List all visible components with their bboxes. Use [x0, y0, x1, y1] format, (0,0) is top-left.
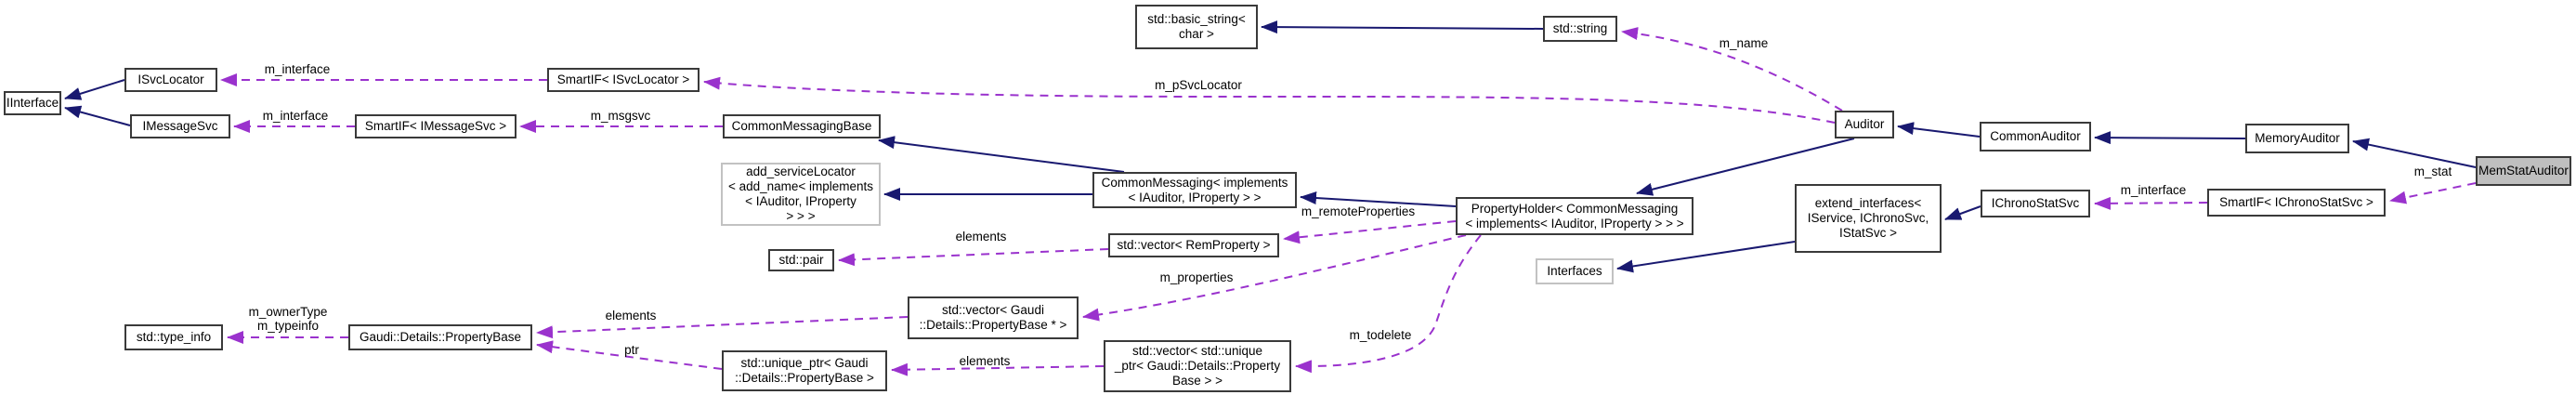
edge-auditor-to-propertyholder	[1636, 138, 1855, 196]
edge-auditor-to-smartifsvclocator	[703, 76, 1836, 124]
node-commonauditor-label: CommonAuditor	[1990, 129, 2081, 144]
node-imessagesvc[interactable]: IMessageSvc	[130, 114, 230, 138]
node-commonmessagingbase[interactable]: CommonMessagingBase	[723, 114, 881, 138]
node-std-string[interactable]: std::string	[1543, 16, 1617, 42]
node-std-basic-string-label: std::basic_string< char >	[1147, 12, 1246, 41]
edge-ichronostatsvc-to-extendinterfaces	[1944, 205, 1981, 220]
edge-label-m-interface-chronostatsvc: m_interface	[2120, 183, 2187, 197]
node-vector-remproperty[interactable]: std::vector< RemProperty >	[1108, 233, 1279, 257]
edge-stdstring-to-basicstring	[1261, 20, 1544, 34]
node-smartif-ichronostatsvc-label: SmartIF< IChronoStatSvc >	[2219, 195, 2373, 210]
edge-label-m-ownertype-m-typeinfo: m_ownerType m_typeinfo	[248, 305, 328, 333]
edge-label-m-stat: m_stat	[2413, 165, 2452, 178]
node-imessagesvc-label: IMessageSvc	[142, 119, 218, 134]
node-unique-ptr-propertybase[interactable]: std::unique_ptr< Gaudi ::Details::Proper…	[722, 350, 887, 391]
node-iinterface-label: IInterface	[6, 96, 59, 111]
edge-label-m-interface-messagesvc: m_interface	[262, 109, 329, 123]
edge-label-m-properties: m_properties	[1159, 270, 1234, 284]
edge-commonmessaging-to-commonmessagingbase	[878, 136, 1125, 173]
node-gaudi-propertybase-label: Gaudi::Details::PropertyBase	[359, 330, 522, 345]
node-isvclocator-label: ISvcLocator	[137, 72, 204, 87]
edge-propertyholder-to-vectoruniqueptr	[1295, 234, 1482, 374]
edge-propertyholder-to-vectorpropertybaseptr	[1082, 234, 1467, 322]
node-unique-ptr-propertybase-label: std::unique_ptr< Gaudi ::Details::Proper…	[735, 356, 874, 385]
node-std-pair[interactable]: std::pair	[768, 249, 834, 271]
node-commonmessaging-label: CommonMessaging< implements < IAuditor, …	[1101, 175, 1288, 204]
node-vector-remproperty-label: std::vector< RemProperty >	[1117, 238, 1271, 253]
node-vector-propertybase-ptr-label: std::vector< Gaudi ::Details::PropertyBa…	[919, 303, 1067, 332]
node-smartif-isvclocator-label: SmartIF< ISvcLocator >	[556, 72, 690, 87]
node-memstatauditor-label: MemStatAuditor	[2478, 164, 2569, 178]
edge-smartifichronostatsvc-to-ichronostatsvc	[2094, 196, 2208, 210]
node-std-string-label: std::string	[1552, 21, 1608, 36]
node-auditor-label: Auditor	[1844, 117, 1885, 132]
node-smartif-ichronostatsvc[interactable]: SmartIF< IChronoStatSvc >	[2207, 189, 2386, 217]
node-vector-unique-ptr-label: std::vector< std::unique _ptr< Gaudi::De…	[1114, 344, 1281, 388]
node-std-basic-string[interactable]: std::basic_string< char >	[1135, 5, 1258, 49]
node-ichronostatsvc[interactable]: IChronoStatSvc	[1981, 190, 2090, 217]
node-auditor[interactable]: Auditor	[1835, 111, 1894, 138]
edge-label-ptr: ptr	[624, 343, 639, 357]
edge-label-m-interface-svclocator: m_interface	[264, 62, 331, 76]
node-std-type-info[interactable]: std::type_info	[124, 324, 223, 350]
edge-extendinterfaces-to-interfaces	[1616, 241, 1796, 273]
edge-memstatauditor-to-memoryauditor	[2352, 138, 2477, 168]
node-memoryauditor[interactable]: MemoryAuditor	[2245, 124, 2349, 153]
edge-uniqueptr-to-propertybase	[536, 340, 723, 370]
edge-label-elements-uniqueptr: elements	[959, 354, 1011, 368]
edge-memstatauditor-to-smartifichronostatsvc	[2389, 182, 2477, 204]
node-commonmessagingbase-label: CommonMessagingBase	[731, 119, 872, 134]
node-memstatauditor[interactable]: MemStatAuditor	[2476, 156, 2571, 186]
node-extend-interfaces-label: extend_interfaces< IService, IChronoSvc,…	[1807, 196, 1929, 240]
edge-propertyholder-to-vectorremproperty	[1283, 220, 1457, 244]
node-isvclocator[interactable]: ISvcLocator	[124, 68, 217, 92]
node-add-servicelocator-label: add_serviceLocator < add_name< implement…	[727, 165, 874, 223]
node-propertyholder[interactable]: PropertyHolder< CommonMessaging < implem…	[1456, 197, 1693, 235]
node-vector-unique-ptr[interactable]: std::vector< std::unique _ptr< Gaudi::De…	[1104, 340, 1291, 392]
edge-propertyholder-to-commonmessaging	[1300, 191, 1457, 207]
node-smartif-isvclocator[interactable]: SmartIF< ISvcLocator >	[547, 68, 700, 92]
node-smartif-imessagesvc-label: SmartIF< IMessageSvc >	[364, 119, 507, 134]
edge-label-m-remoteproperties: m_remoteProperties	[1301, 204, 1416, 218]
node-interfaces: Interfaces	[1536, 258, 1614, 284]
edge-imessagesvc-to-iinterface	[64, 105, 131, 126]
node-commonmessaging[interactable]: CommonMessaging< implements < IAuditor, …	[1092, 172, 1297, 208]
node-ichronostatsvc-label: IChronoStatSvc	[1991, 196, 2080, 211]
node-extend-interfaces[interactable]: extend_interfaces< IService, IChronoSvc,…	[1795, 184, 1942, 253]
edge-vectorremproperty-to-stdpair	[838, 248, 1109, 267]
edge-label-m-name: m_name	[1719, 36, 1769, 50]
node-gaudi-propertybase[interactable]: Gaudi::Details::PropertyBase	[348, 324, 532, 350]
node-propertyholder-label: PropertyHolder< CommonMessaging < implem…	[1465, 201, 1684, 230]
edge-vectorpropertybaseptr-to-propertybase	[536, 316, 909, 339]
node-iinterface[interactable]: IInterface	[4, 91, 61, 115]
node-std-type-info-label: std::type_info	[136, 330, 212, 345]
node-std-pair-label: std::pair	[778, 253, 824, 268]
edge-commonauditor-to-auditor	[1897, 122, 1981, 138]
edge-label-m-psvclocator: m_pSvcLocator	[1155, 78, 1242, 92]
edge-vectoruniqueptr-to-uniqueptr	[891, 362, 1105, 376]
node-vector-propertybase-ptr[interactable]: std::vector< Gaudi ::Details::PropertyBa…	[908, 296, 1079, 339]
node-smartif-imessagesvc[interactable]: SmartIF< IMessageSvc >	[355, 114, 517, 138]
edge-label-m-todelete: m_todelete	[1349, 328, 1412, 342]
edge-label-elements-pair: elements	[955, 230, 1007, 244]
node-add-servicelocator: add_serviceLocator < add_name< implement…	[721, 163, 881, 226]
edge-auditor-to-stdstring	[1621, 27, 1843, 112]
node-memoryauditor-label: MemoryAuditor	[2255, 131, 2340, 146]
node-interfaces-label: Interfaces	[1547, 264, 1602, 279]
edge-label-elements-propertybase: elements	[605, 309, 657, 323]
edge-label-m-msgsvc: m_msgsvc	[590, 109, 651, 123]
node-commonauditor[interactable]: CommonAuditor	[1980, 122, 2091, 151]
edge-isvclocator-to-iinterface	[64, 79, 125, 100]
